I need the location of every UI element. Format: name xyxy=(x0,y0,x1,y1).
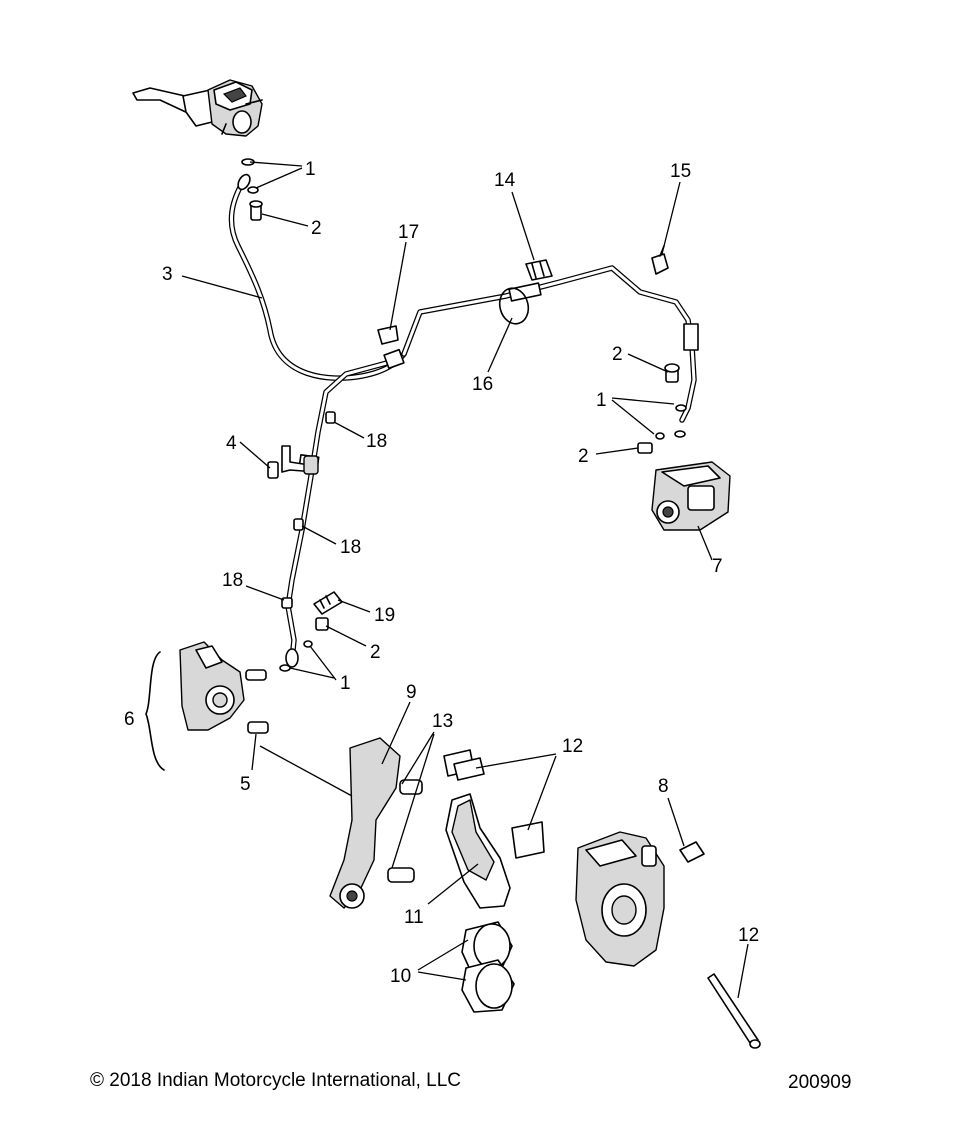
callout-17: 17 xyxy=(398,222,419,243)
callout-13: 13 xyxy=(432,711,453,732)
caliper-long-pin xyxy=(707,973,761,1049)
callout-2: 2 xyxy=(311,218,322,239)
caliper-bracket xyxy=(329,737,423,909)
callout-11: 11 xyxy=(404,907,424,928)
callout-6: 6 xyxy=(124,709,135,730)
callout-16: 16 xyxy=(472,374,493,395)
line-clip xyxy=(377,325,399,345)
callout-2: 2 xyxy=(370,642,381,663)
callout-12: 12 xyxy=(738,925,759,946)
line-clamp xyxy=(525,259,553,281)
callout-18: 18 xyxy=(222,570,243,591)
callout-8: 8 xyxy=(658,776,669,797)
pad-clips xyxy=(443,749,545,859)
cable-tie xyxy=(498,287,530,325)
callout-1: 1 xyxy=(340,673,351,694)
hose-bracket xyxy=(267,445,319,479)
caliper-pistons xyxy=(461,921,515,1013)
callout-4: 4 xyxy=(226,433,237,454)
callout-2: 2 xyxy=(612,344,623,365)
bleeder-fitting xyxy=(313,591,343,615)
callout-10: 10 xyxy=(390,966,411,987)
callout-3: 3 xyxy=(162,264,173,285)
callout-15: 15 xyxy=(670,161,691,182)
banjo-bolts-and-washers xyxy=(241,158,687,672)
callout-12: 12 xyxy=(562,736,583,757)
callout-1: 1 xyxy=(305,159,316,180)
callout-1: 1 xyxy=(596,390,607,411)
abs-module xyxy=(651,461,731,531)
caliper-body xyxy=(575,831,665,967)
brake-line-to-abs xyxy=(401,265,699,423)
caliper-pins xyxy=(245,669,269,734)
copyright-notice: © 2018 Indian Motorcycle International, … xyxy=(90,1070,461,1091)
callout-5: 5 xyxy=(240,774,251,795)
callout-14: 14 xyxy=(494,170,516,191)
brake-pads xyxy=(445,793,511,909)
callout-19: 19 xyxy=(374,605,395,626)
brake-hose-front xyxy=(228,173,407,381)
leader-lines xyxy=(181,161,749,999)
callout-7: 7 xyxy=(712,556,723,577)
callout-numbers: 1 2 3 17 14 15 16 2 1 2 7 4 18 18 18 19 … xyxy=(124,159,759,987)
hose-clips xyxy=(281,411,336,609)
diagram-number: 200909 xyxy=(788,1072,852,1093)
callout-18: 18 xyxy=(366,431,387,452)
callout-9: 9 xyxy=(406,682,417,703)
callout-2: 2 xyxy=(578,446,589,467)
pressure-sensor xyxy=(651,245,669,275)
bleeder-screw xyxy=(679,841,705,863)
caliper-assembly xyxy=(145,641,245,771)
master-cylinder-lever xyxy=(132,79,263,137)
callout-18: 18 xyxy=(340,537,361,558)
